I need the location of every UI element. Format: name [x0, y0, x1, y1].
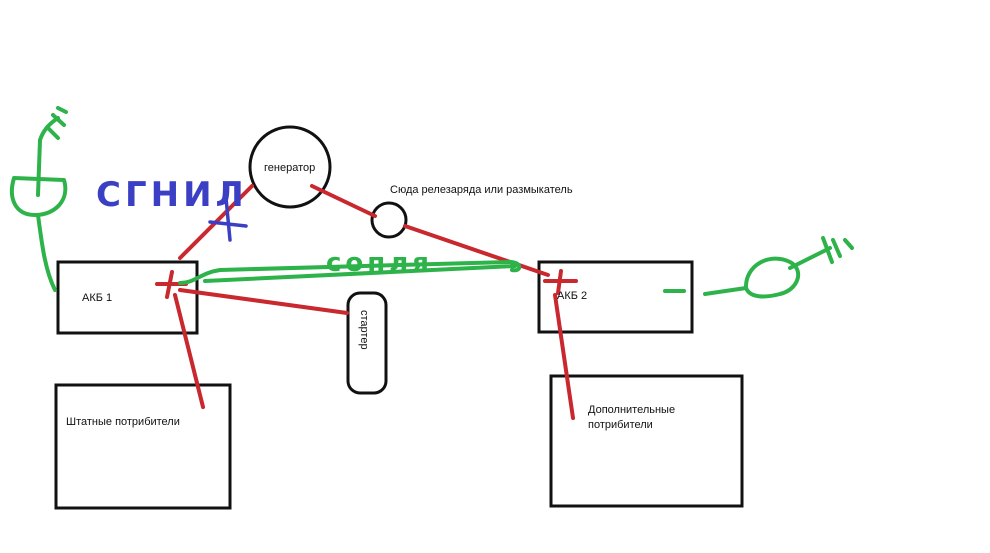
additional-consumers-label-line1: Дополнительные — [588, 404, 675, 416]
rotted-note: СГНИЛ — [96, 175, 248, 215]
left-ground-symbol — [46, 106, 68, 140]
rotted-cross-mark — [208, 196, 248, 242]
wire-akb1-starter — [178, 288, 349, 315]
right-ground-lug — [743, 256, 801, 299]
right-ground-symbol — [821, 236, 854, 264]
left-ground-wire — [36, 213, 57, 292]
generator-label: генератор — [264, 162, 315, 174]
additional-consumers-box — [549, 374, 744, 508]
akb1-box — [56, 260, 199, 335]
left-ground-lug — [9, 176, 68, 217]
green-bridge-wire — [178, 260, 522, 285]
wire-generator-relay — [310, 184, 377, 218]
akb2-box — [537, 260, 694, 334]
starter-label: стартер — [358, 310, 370, 350]
relay-circle — [370, 201, 408, 239]
wire-relay-akb2 — [403, 224, 550, 277]
standard-consumers-box — [54, 383, 232, 510]
additional-consumers-label-line2: потрибители — [588, 419, 653, 431]
right-ground-wire — [703, 286, 748, 296]
relay-label: Сюда релезаряда или размыкатель — [390, 184, 573, 196]
generator-circle — [248, 125, 332, 209]
wire-akb1-standard-consumers — [173, 293, 205, 409]
snot-note: сопля — [326, 248, 433, 278]
akb1-label: АКБ 1 — [82, 292, 112, 304]
wire-akb2-additional-consumers — [553, 293, 575, 420]
standard-consumers-label: Штатные потрибители — [66, 416, 180, 428]
starter-box — [346, 291, 388, 395]
akb2-label: АКБ 2 — [557, 290, 587, 302]
